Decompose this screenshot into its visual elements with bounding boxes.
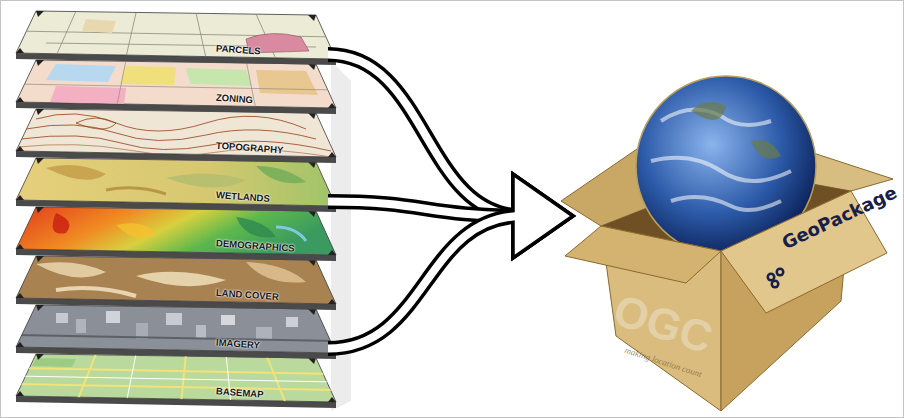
- map-layer: BASEMAP: [16, 354, 336, 412]
- geopackage-box: GeoPackage: [561, 21, 891, 411]
- map-layer-shape: [16, 256, 336, 314]
- map-layer: IMAGERY: [16, 305, 336, 363]
- map-layer: WETLANDS: [16, 158, 336, 216]
- map-layer-shape: [16, 354, 336, 412]
- map-layer-shape: [16, 207, 336, 265]
- flow-arrow: [328, 174, 573, 349]
- map-layer-shape: [16, 305, 336, 363]
- flow-arrow: [328, 55, 573, 259]
- map-layer-shape: [16, 11, 336, 69]
- map-layer-shape: [16, 109, 336, 167]
- map-layer: PARCELS: [16, 11, 336, 69]
- map-layer-shape: [16, 60, 336, 118]
- map-layer: TOPOGRAPHY: [16, 109, 336, 167]
- map-layer-shape: [16, 158, 336, 216]
- map-layer: DEMOGRAPHICS: [16, 207, 336, 265]
- map-layer: LAND COVER: [16, 256, 336, 314]
- map-layer: ZONING: [16, 60, 336, 118]
